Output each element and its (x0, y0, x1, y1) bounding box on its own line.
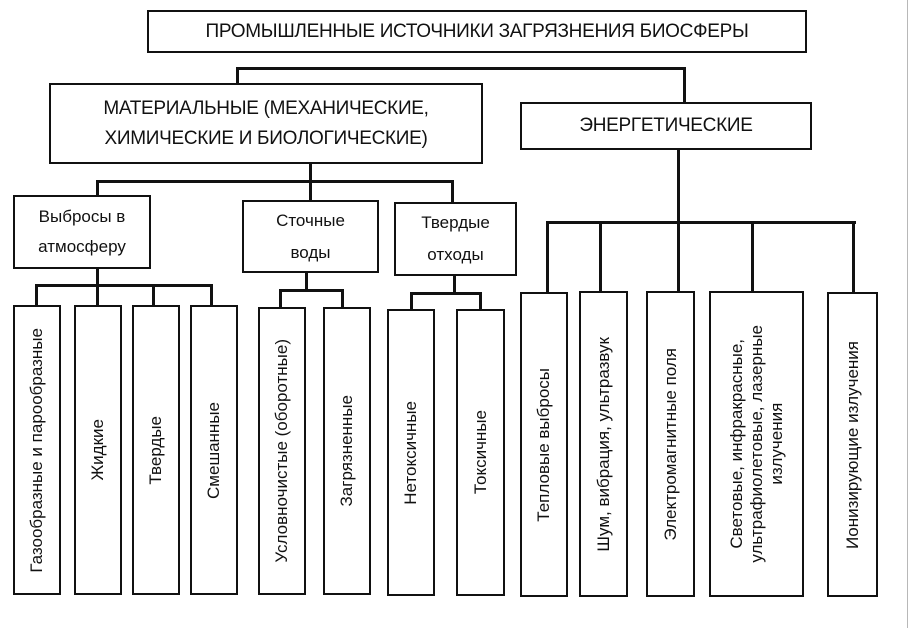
connector-material-bar (96, 180, 452, 183)
connector-atm-4 (210, 284, 213, 306)
leaf-thermal: Тепловые выбросы (520, 292, 568, 597)
group-solid-waste: Твердые отходы (394, 202, 517, 276)
leaf-noise: Шум, вибрация, ультразвук (579, 291, 628, 597)
leaf-toxic: Токсичные (456, 309, 505, 596)
connector-energy-down (677, 149, 680, 292)
group-solid-waste-line1: Твердые (421, 213, 490, 232)
group-atmosphere: Выбросы в атмосферу (13, 195, 151, 269)
connector-water-down (305, 272, 308, 291)
connector-solid-bar (410, 292, 482, 295)
leaf-gaseous-label: Газообразные и парообразные (27, 327, 46, 573)
group-atmosphere-line1: Выбросы в (38, 207, 126, 226)
leaf-nontoxic-label: Нетоксичные (401, 400, 420, 505)
connector-atm-1 (35, 284, 38, 306)
leaf-polluted: Загрязненные (323, 307, 371, 595)
connector-material-atm (96, 180, 99, 197)
connector-root-bar (236, 67, 686, 70)
connector-energy-2 (599, 221, 602, 292)
leaf-nontoxic: Нетоксичные (387, 309, 435, 596)
connector-atm-bar (35, 284, 212, 287)
connector-energy-bar (546, 221, 856, 224)
connector-energy-1 (546, 221, 549, 293)
group-atmosphere-line2: атмосферу (38, 237, 126, 256)
leaf-thermal-label: Тепловые выбросы (534, 367, 553, 522)
connector-water-1 (279, 289, 282, 308)
material-label-line1: МАТЕРИАЛЬНЫЕ (МЕХАНИЧЕСКИЕ, (103, 97, 429, 119)
connector-solid-down (453, 275, 456, 293)
leaf-mixed: Смешанные (190, 305, 238, 595)
connector-atm-3 (152, 284, 155, 306)
leaf-noise-label: Шум, вибрация, ультразвук (593, 336, 613, 552)
leaf-solid: Твердые (132, 305, 180, 595)
group-wastewater: Сточные воды (242, 200, 379, 273)
leaf-mixed-label: Смешанные (204, 401, 223, 499)
connector-root-down (236, 67, 239, 84)
leaf-optical: Световые, инфракрасные, ультрафиолетовые… (709, 291, 804, 597)
leaf-toxic-label: Токсичные (470, 410, 490, 495)
page-edge-divider (907, 0, 908, 628)
leaf-conditionally-clean: Условночистые (оборотные) (258, 307, 306, 595)
root-node: ПРОМЫШЛЕННЫЕ ИСТОЧНИКИ ЗАГРЯЗНЕНИЯ БИОСФ… (147, 10, 807, 53)
connector-material-up (309, 163, 312, 201)
material-node: МАТЕРИАЛЬНЫЕ (МЕХАНИЧЕСКИЕ, ХИМИЧЕСКИЕ И… (49, 83, 483, 164)
connector-water-bar (279, 289, 344, 292)
leaf-gaseous: Газообразные и парообразные (13, 305, 61, 595)
connector-water-2 (341, 289, 344, 308)
material-label-line2: ХИМИЧЕСКИЕ И БИОЛОГИЧЕСКИЕ) (104, 127, 428, 149)
connector-material-solid (451, 180, 454, 204)
energy-node: ЭНЕРГЕТИЧЕСКИЕ (520, 102, 812, 150)
connector-root-energy (683, 67, 686, 103)
leaf-solid-label: Твердые (146, 415, 165, 485)
leaf-optical-label: Световые, инфракрасные, ультрафиолетовые… (726, 325, 786, 563)
connector-energy-4 (751, 221, 754, 292)
group-wastewater-line2: воды (290, 242, 331, 262)
leaf-liquid-label: Жидкие (88, 419, 107, 481)
leaf-electromagnetic: Электромагнитные поля (646, 291, 695, 597)
connector-solid-2 (479, 292, 482, 310)
connector-energy-5 (852, 221, 855, 292)
connector-solid-1 (410, 292, 413, 310)
group-wastewater-line1: Сточные (276, 210, 345, 230)
leaf-electromagnetic-label: Электромагнитные поля (660, 347, 680, 541)
leaf-ionizing-label: Ионизирующие излучения (842, 340, 862, 549)
leaf-liquid: Жидкие (74, 305, 122, 595)
energy-label: ЭНЕРГЕТИЧЕСКИЕ (579, 115, 753, 136)
group-solid-waste-line2: отходы (427, 245, 484, 264)
root-label: ПРОМЫШЛЕННЫЕ ИСТОЧНИКИ ЗАГРЯЗНЕНИЯ БИОСФ… (205, 20, 749, 42)
leaf-conditionally-clean-label: Условночистые (оборотные) (272, 339, 291, 563)
leaf-polluted-label: Загрязненные (337, 395, 356, 507)
leaf-ionizing: Ионизирующие излучения (827, 292, 878, 597)
connector-atm-down (96, 268, 99, 306)
